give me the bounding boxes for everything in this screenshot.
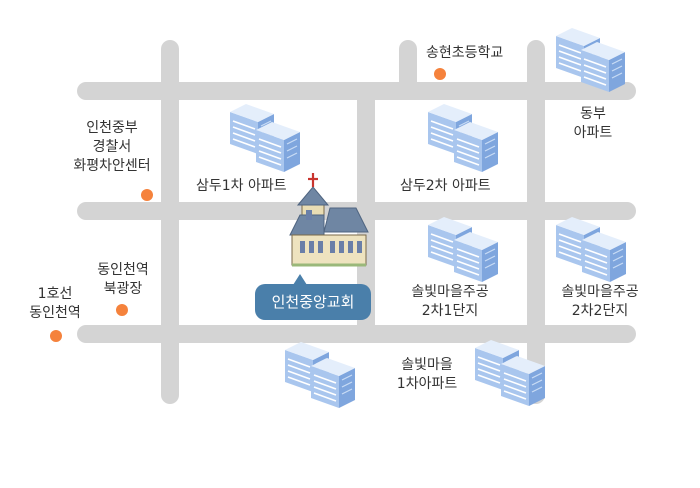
label-police-center: 인천중부 경찰서 화평차안센터	[73, 120, 151, 174]
label-samdu1-apt: 삼두1차 아파트	[196, 178, 287, 194]
plaza-marker	[116, 304, 128, 316]
police-marker	[141, 189, 153, 201]
label-solbit-2cha-2danji: 솔빛마을주공 2차2단지	[561, 284, 639, 319]
label-dongbu-apt: 동부 아파트	[573, 106, 613, 141]
building-samdu2	[427, 103, 499, 173]
label-line1-dongincheon: 1호선 동인천역	[29, 286, 81, 321]
destination-name: 인천중앙교회	[271, 293, 355, 311]
school-marker	[434, 68, 446, 80]
roads	[77, 40, 636, 404]
station-marker	[50, 330, 62, 342]
label-solbit-2cha-1danji: 솔빛마을주공 2차1단지	[411, 284, 489, 319]
building-solbit-1cha-a	[284, 341, 356, 409]
building-samdu1	[229, 103, 301, 173]
label-dongincheon-north-plaza: 동인천역 북광장	[97, 262, 149, 297]
destination-callout: 인천중앙교회	[255, 274, 371, 320]
building-solbit-2cha-2danji	[555, 216, 627, 283]
label-solbit-1cha-apt: 솔빛마을 1차아파트	[396, 357, 458, 392]
label-samdu2-apt: 삼두2차 아파트	[400, 178, 491, 194]
church-icon	[289, 173, 369, 267]
building-solbit-2cha-1danji	[427, 216, 499, 283]
label-songhyeon-school: 송현초등학교	[426, 45, 504, 61]
